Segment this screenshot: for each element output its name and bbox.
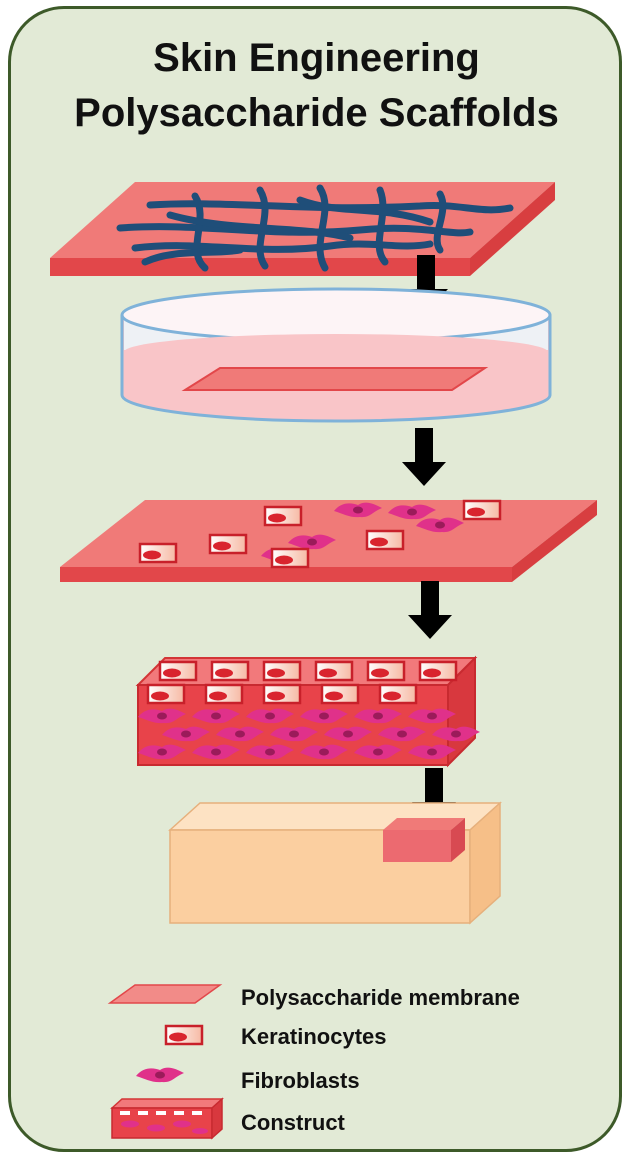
legend-label-membrane: Polysaccharide membrane (241, 985, 520, 1010)
seeded-membrane-stage (60, 499, 597, 582)
keratinocyte-cell (146, 683, 186, 705)
membrane-edge (50, 258, 470, 276)
legend-label-keratinocytes: Keratinocytes (241, 1024, 387, 1049)
keratinocyte-cell (263, 505, 303, 527)
membrane-icon (107, 984, 223, 1004)
figure-title-line-1: Skin Engineering (153, 36, 480, 80)
arrow-down-icon (408, 581, 452, 639)
legend-label-fibroblasts: Fibroblasts (241, 1068, 360, 1093)
legend (107, 984, 224, 1140)
keratinocyte-cell (262, 660, 302, 682)
construct-stage (135, 655, 480, 768)
keratinocyte-cell (378, 683, 418, 705)
petri-dish-rim (120, 287, 552, 343)
polysaccharide-fibers (116, 184, 514, 272)
keratinocyte-cell (270, 547, 310, 569)
figure-title-line-2: Polysaccharide Scaffolds (74, 91, 559, 135)
keratinocyte-cell (366, 660, 406, 682)
keratinocyte-cell (462, 499, 502, 521)
legend-label-construct: Construct (241, 1110, 345, 1135)
construct-icon (110, 1097, 224, 1140)
keratinocyte-cell (365, 529, 405, 551)
keratinocyte-cell (418, 660, 458, 682)
keratinocyte-cell (314, 660, 354, 682)
petri-dish-stage (120, 287, 552, 423)
keratinocyte-cell (262, 683, 302, 705)
keratinocyte-icon (164, 1024, 204, 1046)
keratinocyte-cell (204, 683, 244, 705)
skin-implant-stage (168, 801, 502, 925)
implanted-construct (383, 818, 465, 830)
keratinocyte-cell (210, 660, 250, 682)
keratinocyte-cell (158, 660, 198, 682)
keratinocyte-cell (138, 542, 178, 564)
skin-block-side (469, 801, 501, 925)
fiber-membrane-stage (50, 182, 555, 276)
membrane-in-medium (181, 367, 489, 391)
keratinocyte-cell (320, 683, 360, 705)
fibroblast-icon (136, 1067, 184, 1083)
arrow-down-icon (402, 428, 446, 486)
keratinocyte-cell (208, 533, 248, 555)
